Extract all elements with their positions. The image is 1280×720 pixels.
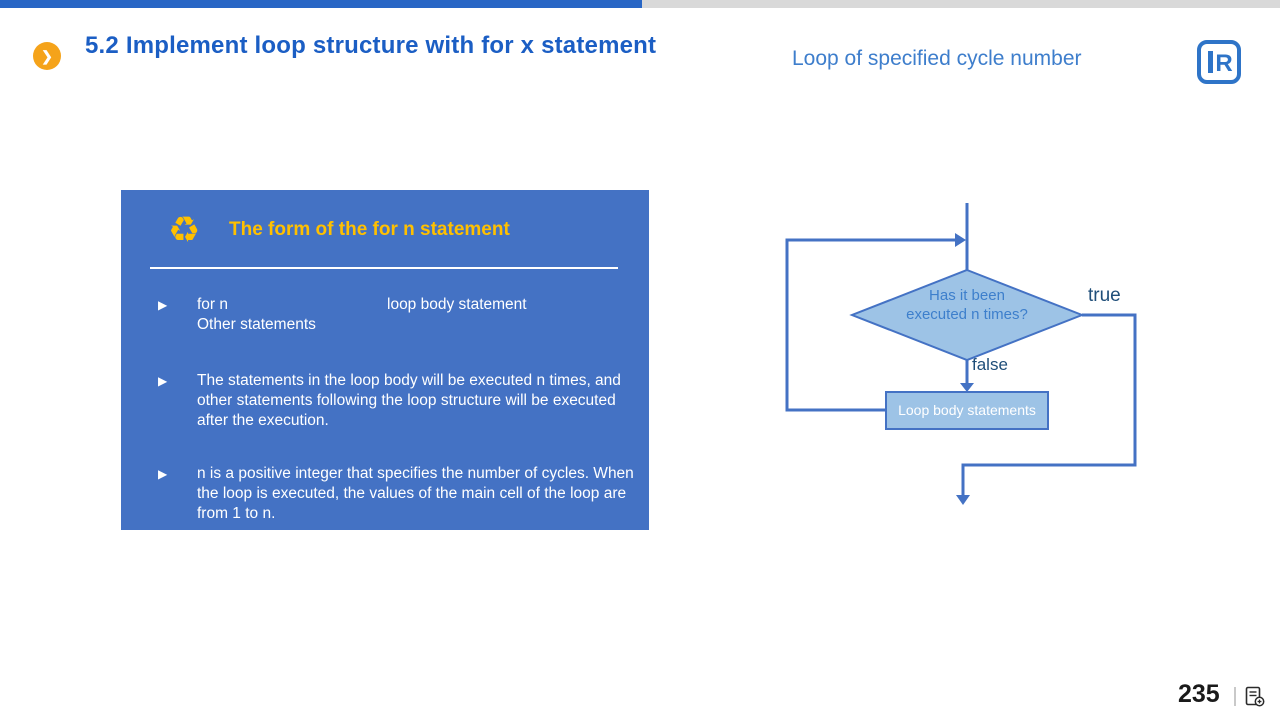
syntax-loop-body: loop body statement — [387, 296, 527, 313]
bullet-body: for n loop body statement Other statement… — [197, 295, 639, 335]
notes-document-icon — [1245, 686, 1265, 707]
page-title: 5.2 Implement loop structure with for x … — [85, 32, 657, 59]
chevron-circle-icon: ❯ — [33, 42, 61, 70]
bullet-text: n is a positive integer that specifies t… — [197, 465, 634, 522]
chevron-icon: ❯ — [41, 47, 53, 64]
bullet-arrow-icon: ▶ — [158, 374, 168, 388]
bullet-item-syntax: ▶ for n loop body statement Other stateme… — [158, 295, 639, 335]
flow-loop-body-rect — [885, 391, 1049, 430]
logo-letter: R — [1215, 50, 1232, 77]
syntax-line-1: for n loop body statement — [197, 295, 639, 315]
arrowhead-down-icon — [956, 495, 970, 505]
flowchart-shapes — [785, 203, 1137, 505]
card-title: The form of the for n statement — [229, 219, 510, 240]
bullet-arrow-icon: ▶ — [158, 467, 168, 481]
flow-decision-diamond — [849, 268, 1085, 362]
true-branch-label: true — [1088, 285, 1121, 306]
recycle-icon: ♻ — [168, 209, 201, 250]
bullet-item-n-definition: ▶ n is a positive integer that specifies… — [158, 464, 639, 524]
content-card: ♻ The form of the for n statement ▶ for … — [121, 190, 649, 530]
syntax-line-2: Other statements — [197, 316, 316, 333]
decision-condition-text: Has it been executed n times? — [906, 287, 1028, 323]
syntax-keyword: for n — [197, 296, 229, 313]
arrowhead-down-icon — [960, 383, 974, 392]
flow-loopback-line — [785, 238, 955, 412]
flow-true-line — [961, 313, 1137, 495]
card-header: ♻ The form of the for n statement — [168, 210, 510, 250]
bullet-text: The statements in the loop body will be … — [197, 372, 621, 429]
loop-body-text: Loop body statements — [898, 402, 1036, 418]
slide-subtitle: Loop of specified cycle number — [792, 47, 1082, 70]
brand-logo-icon: R — [1197, 40, 1241, 84]
top-accent-bar-left — [0, 0, 642, 8]
footer-divider — [1234, 687, 1236, 706]
page-number: 235 — [1178, 680, 1220, 708]
card-divider — [150, 267, 618, 269]
top-accent-bar-right — [642, 0, 1280, 8]
bullet-item-explanation: ▶ The statements in the loop body will b… — [158, 371, 639, 431]
bullet-arrow-icon: ▶ — [158, 298, 168, 312]
false-branch-label: false — [972, 355, 1008, 374]
flowchart: Has it been executed n times? Loop body … — [760, 195, 1170, 525]
arrowhead-right-icon — [955, 233, 966, 247]
